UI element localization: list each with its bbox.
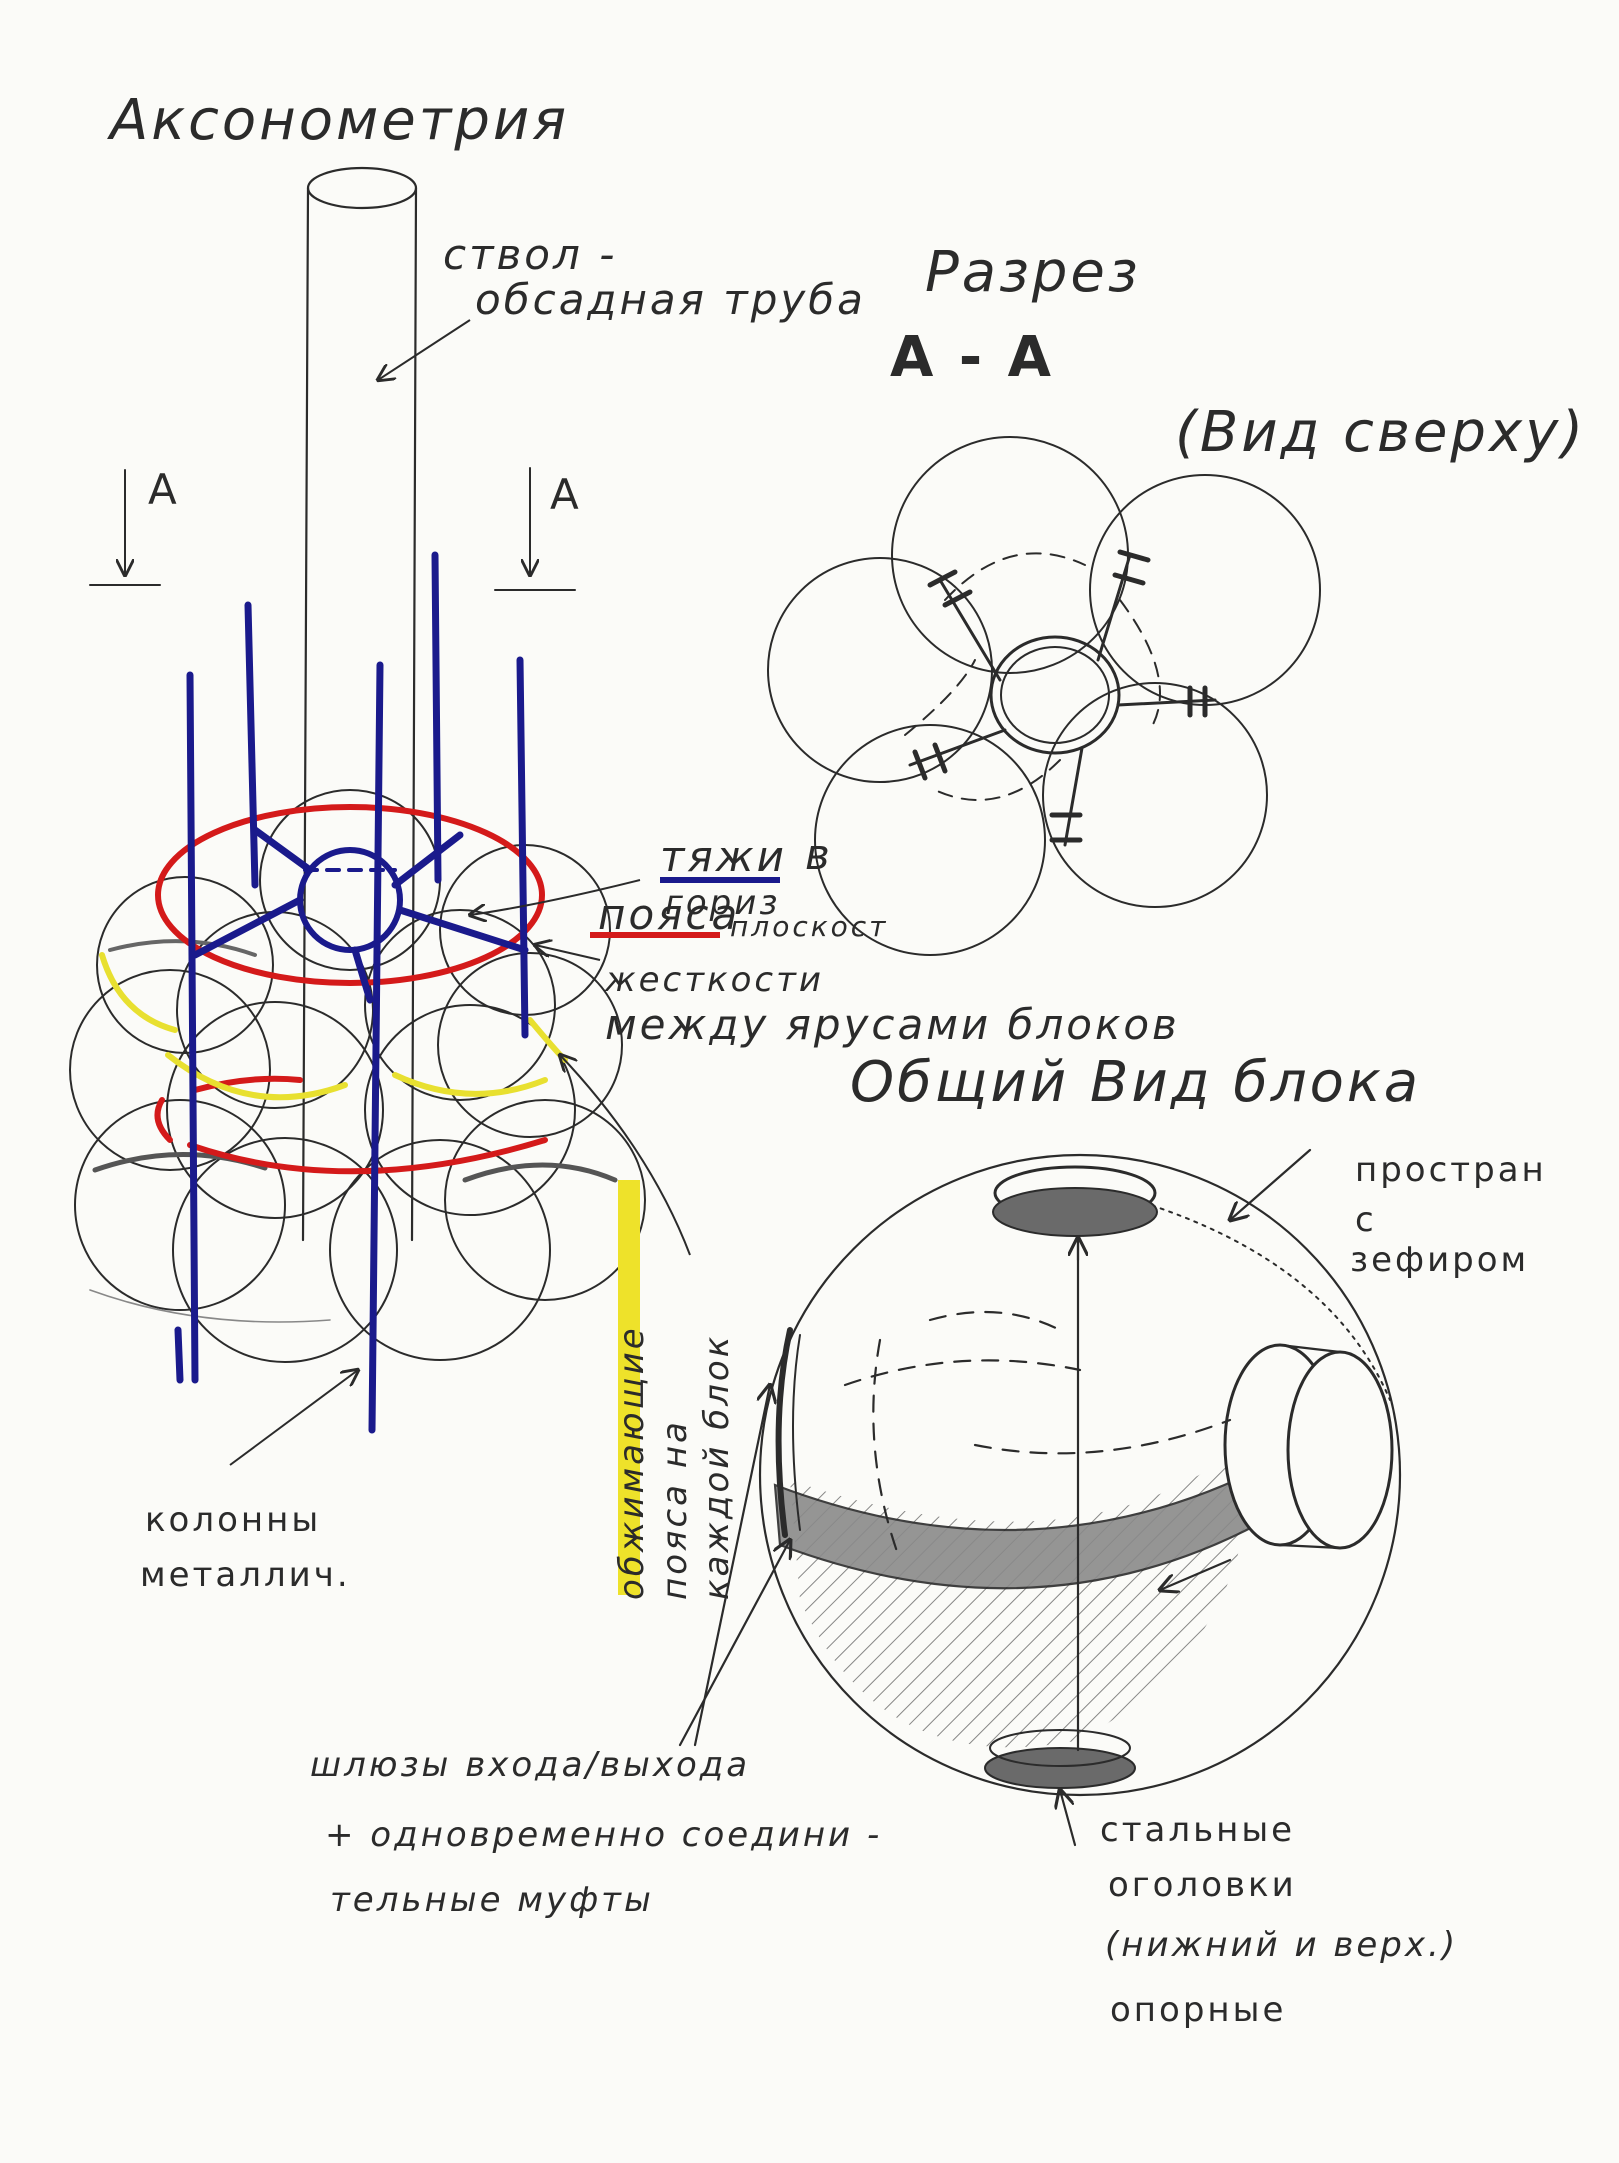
clamp-label-line1: обжимающие bbox=[612, 1325, 652, 1600]
clamp-highlight bbox=[618, 1180, 640, 1595]
clamping-belts bbox=[99, 952, 568, 1101]
belts-label-line2: жесткости bbox=[605, 960, 824, 1000]
rods-label-line2: гориз bbox=[665, 883, 781, 923]
axonometric-view bbox=[69, 166, 646, 1363]
section-marks-a bbox=[89, 467, 576, 591]
locks-label-line3: тельные муфты bbox=[330, 1880, 654, 1920]
belts-keyword: пояса bbox=[598, 890, 741, 939]
section-arrow-right-label: А bbox=[550, 470, 582, 519]
rods-and-columns bbox=[174, 551, 529, 1434]
space-label-line2: с bbox=[1355, 1200, 1377, 1240]
heads-label-line2: оголовки bbox=[1108, 1865, 1297, 1905]
rigidity-belts bbox=[154, 804, 548, 1175]
clamp-label-line3: каждой блок bbox=[697, 1333, 737, 1600]
section-a-a-view bbox=[767, 436, 1321, 956]
section-label: А - А bbox=[890, 325, 1054, 390]
rods-keyword: тяжи bbox=[660, 832, 787, 881]
left-leaders bbox=[229, 319, 691, 1466]
rods-label-line3: плоскост bbox=[730, 910, 889, 943]
section-title: Разрез bbox=[925, 240, 1141, 305]
heads-label-line4: опорные bbox=[1110, 1990, 1287, 2030]
trunk-label-line2: обсадная труба bbox=[475, 275, 866, 324]
section-subtitle: (Вид сверху) bbox=[1175, 400, 1587, 465]
trunk-label-line1: ствол - bbox=[443, 230, 618, 279]
section-arrow-left-label: А bbox=[148, 465, 180, 514]
columns-label-line1: колонны bbox=[145, 1500, 322, 1540]
block-spheres bbox=[69, 789, 646, 1363]
heads-label-line3: (нижний и верх.) bbox=[1105, 1925, 1459, 1965]
locks-label-line2: + одновременно соедини - bbox=[325, 1815, 883, 1855]
rods-label-rest: в bbox=[805, 830, 833, 879]
belts-label-line3: между ярусами блоков bbox=[605, 1000, 1180, 1049]
casing-pipe bbox=[301, 166, 418, 1242]
space-label-line1: простран bbox=[1355, 1150, 1547, 1190]
locks-label-line1: шлюзы входа/выхода bbox=[310, 1745, 751, 1785]
heads-label-line1: стальные bbox=[1100, 1810, 1296, 1850]
block-general-view bbox=[678, 1148, 1402, 1847]
columns-label-line2: металлич. bbox=[140, 1555, 351, 1595]
page-title: Аксонометрия bbox=[110, 88, 570, 153]
clamp-label-line2: пояса на bbox=[655, 1419, 695, 1600]
space-label-line3: зефиром bbox=[1350, 1240, 1530, 1280]
block-title: Общий Вид блока bbox=[850, 1050, 1422, 1115]
